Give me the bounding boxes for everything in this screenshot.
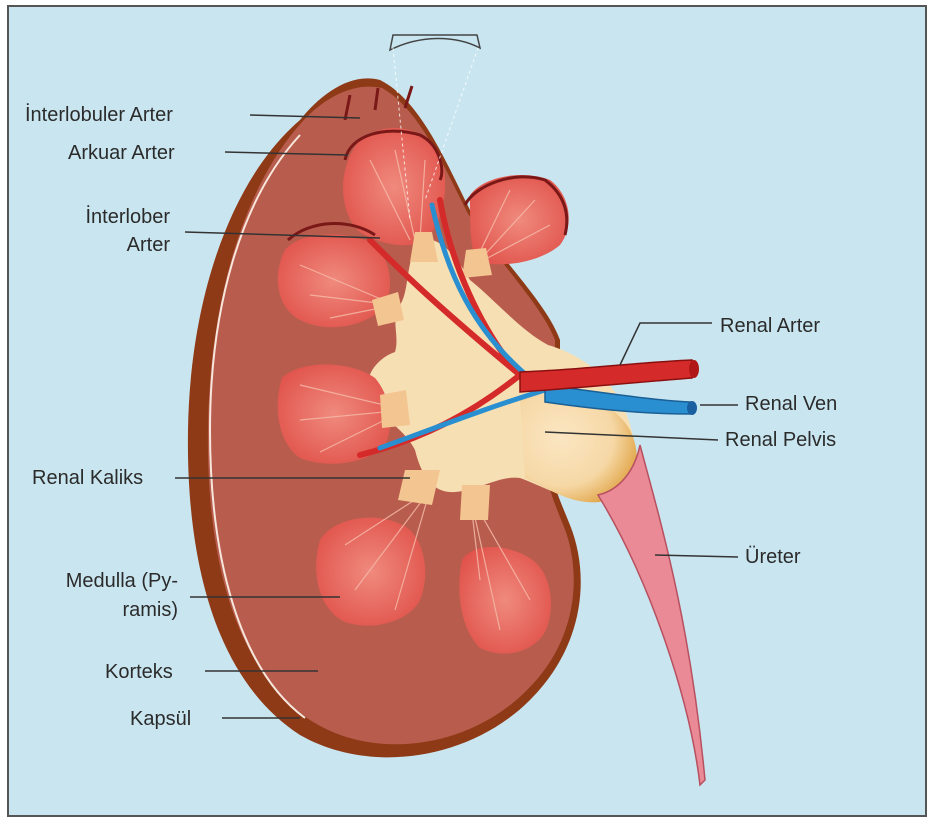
renal-vein-opening — [687, 401, 697, 415]
label-ureter: Üreter — [745, 544, 801, 570]
label-korteks: Korteks — [105, 659, 173, 685]
label-renal-pelvis: Renal Pelvis — [725, 427, 836, 453]
label-interlober-arter-line1: İnterlober — [52, 204, 170, 230]
calyx — [460, 485, 490, 520]
label-interlober-arter-line2: Arter — [52, 232, 170, 258]
label-renal-ven: Renal Ven — [745, 391, 837, 417]
label-medulla-line1: Medulla (Py- — [20, 568, 178, 594]
pyramid — [278, 234, 390, 327]
label-interlobuler-arter: İnterlobuler Arter — [25, 102, 173, 128]
pyramid — [316, 518, 425, 626]
label-kapsul: Kapsül — [130, 706, 191, 732]
label-renal-kaliks: Renal Kaliks — [32, 465, 143, 491]
label-medulla-line2: ramis) — [20, 597, 178, 623]
label-arkuar-arter: Arkuar Arter — [68, 140, 175, 166]
label-renal-arter: Renal Arter — [720, 313, 820, 339]
renal-artery-opening — [689, 360, 699, 378]
calyx — [380, 390, 410, 428]
